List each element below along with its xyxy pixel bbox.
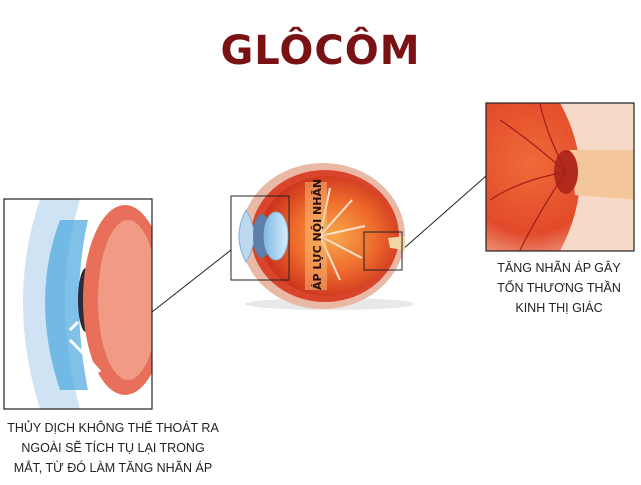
highlight-box-front [230, 195, 290, 281]
caption-left-line: MẮT, TỪ ĐÓ LÀM TĂNG NHÃN ÁP [13, 461, 213, 475]
connector-line-left [151, 249, 232, 313]
connector-line-right [401, 175, 487, 251]
highlight-box-optic [363, 231, 403, 271]
eye-cross-section: ÁP LỰC NỘI NHÃN [238, 163, 415, 310]
caption-left-line: NGOÀI SẼ TÍCH TỤ LẠI TRONG [21, 441, 205, 455]
caption-aqueous-humor: THỦY DỊCH KHÔNG THỂ THOÁT RA NGOÀI SẼ TÍ… [2, 418, 224, 478]
caption-optic-nerve: TĂNG NHÃN ÁP GÂY TỔN THƯƠNG THẦN KINH TH… [480, 258, 638, 318]
caption-right-line: TỔN THƯƠNG THẦN [497, 281, 621, 295]
center-label: ÁP LỰC NỘI NHÃN [311, 179, 324, 290]
zoom-panel-anterior [3, 198, 153, 410]
caption-left-line: THỦY DỊCH KHÔNG THỂ THOÁT RA [7, 421, 219, 435]
zoom-panel-optic-nerve [485, 102, 635, 252]
caption-right-line: TĂNG NHÃN ÁP GÂY [497, 261, 621, 275]
page-title: GLÔCÔM [220, 28, 421, 74]
caption-right-line: KINH THỊ GIÁC [515, 301, 603, 315]
